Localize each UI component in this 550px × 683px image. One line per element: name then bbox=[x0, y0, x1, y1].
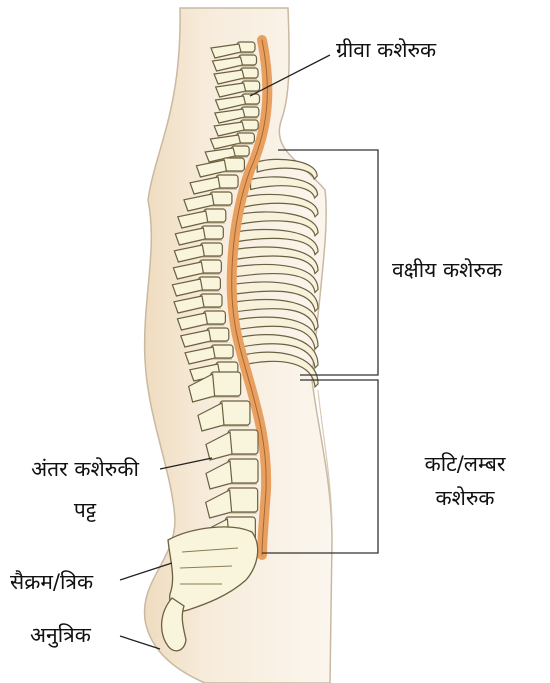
vertebra-body bbox=[228, 430, 258, 454]
lumbar-label-line1: कटि/लम्बर bbox=[400, 451, 530, 477]
cervical-label: ग्रीवा कशेरुक bbox=[336, 37, 436, 63]
vertebra-body bbox=[220, 401, 250, 425]
vertebra-body bbox=[228, 459, 258, 483]
intervertebral-label-line2: पट्ट bbox=[10, 497, 160, 523]
thoracic-label: वक्षीय कशेरुक bbox=[392, 257, 502, 283]
lumbar-label-line2: कशेरुक bbox=[400, 485, 530, 511]
intervertebral-label-line1: अंतर कशेरुकी bbox=[10, 456, 160, 482]
coccyx-label: अनुत्रिक bbox=[30, 622, 91, 648]
vertebra-body bbox=[228, 488, 258, 512]
sacrum-label: सैक्रम/त्रिक bbox=[10, 569, 93, 595]
vertebra-body bbox=[211, 372, 241, 396]
